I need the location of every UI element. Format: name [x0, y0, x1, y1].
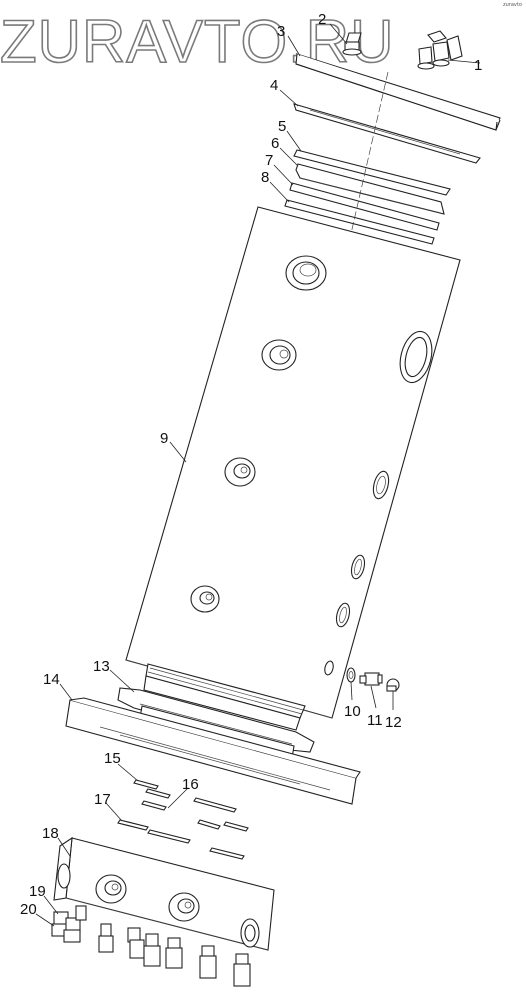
leader-5	[286, 130, 302, 152]
callout-7: 7	[265, 152, 273, 169]
housing-side-port-d	[324, 660, 334, 676]
part-5-ring	[293, 149, 451, 196]
housing-port-4	[190, 585, 220, 613]
manifold-port-b	[168, 892, 200, 922]
part-16-gaskets	[141, 797, 249, 832]
part-4-plate	[293, 103, 481, 164]
leader-7	[273, 164, 294, 186]
leader-20	[35, 913, 55, 927]
leader-1	[447, 59, 481, 64]
part-9-housing	[125, 206, 461, 719]
part-17-gaskets	[117, 819, 245, 860]
leader-10	[350, 681, 353, 701]
callout-6: 6	[271, 135, 279, 152]
housing-spigot	[143, 663, 306, 731]
leader-2	[329, 23, 348, 45]
callout-11: 11	[367, 712, 383, 729]
callout-4: 4	[270, 77, 278, 94]
corner-mark-text: zuravto	[503, 2, 522, 8]
part-1-fittings	[417, 30, 463, 70]
leader-18	[57, 837, 71, 857]
part-12-cap	[386, 678, 400, 692]
callout-15: 15	[104, 750, 121, 767]
center-axis-line	[349, 71, 389, 239]
housing-side-port-large	[399, 330, 433, 384]
leader-6	[279, 147, 299, 167]
leader-17	[105, 802, 123, 822]
part-8-seal	[284, 199, 435, 245]
callout-8: 8	[261, 169, 269, 186]
callout-13: 13	[93, 658, 110, 675]
leader-13	[109, 669, 135, 693]
part-15-gaskets	[133, 779, 171, 799]
leader-15	[117, 763, 139, 782]
callout-19: 19	[29, 883, 46, 900]
part-3-top-cover	[295, 52, 501, 131]
leader-4	[279, 89, 299, 107]
leader-3	[287, 35, 301, 57]
part-11-nipple	[359, 672, 383, 686]
callout-2: 2	[318, 11, 326, 28]
leader-16	[167, 787, 189, 809]
manifold-side-port	[57, 863, 71, 889]
part-18-manifold	[53, 836, 275, 951]
part-2-fitting	[342, 32, 362, 56]
part-7-ring	[289, 182, 440, 231]
leader-19	[43, 895, 59, 915]
watermark-text: ZURAVTO.RU	[0, 8, 394, 75]
housing-port-2	[261, 339, 297, 371]
callout-1: 1	[474, 57, 482, 74]
housing-port-3	[224, 457, 256, 487]
callout-20: 20	[20, 901, 37, 918]
callout-5: 5	[278, 118, 286, 135]
leader-8	[269, 181, 290, 203]
part-6-disk	[295, 163, 445, 215]
callout-10: 10	[344, 703, 361, 720]
callout-16: 16	[182, 776, 199, 793]
part-14-base-plate	[65, 697, 361, 805]
part-19-20-fittings	[51, 905, 251, 987]
callout-9: 9	[160, 430, 168, 447]
manifold-port-c	[240, 918, 260, 948]
leader-11	[370, 685, 377, 709]
callout-12: 12	[385, 714, 402, 731]
callout-17: 17	[94, 791, 111, 808]
part-10-washer	[346, 667, 356, 683]
callout-14: 14	[43, 671, 60, 688]
callout-18: 18	[42, 825, 59, 842]
leader-14	[59, 683, 73, 701]
leader-9	[169, 441, 187, 463]
manifold-port-a	[95, 874, 127, 904]
housing-port-1	[285, 255, 327, 291]
callout-3: 3	[277, 23, 285, 40]
